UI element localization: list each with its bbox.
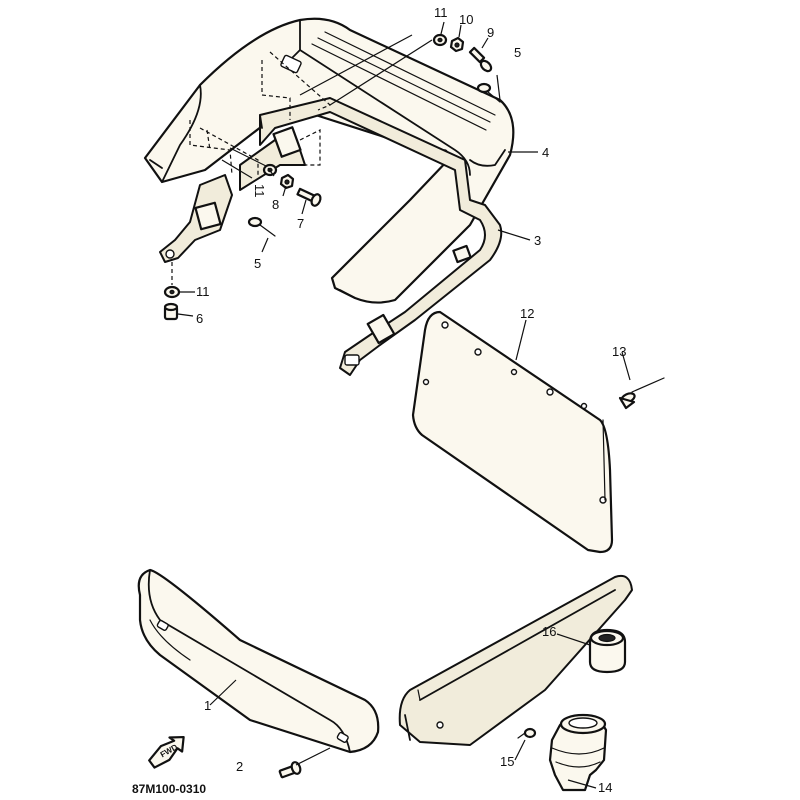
- callout-labels: 1 2 3 4 5 5 6 7 8 9 10 11 11 11 12 13 14…: [196, 5, 626, 795]
- callout-14: 14: [598, 780, 612, 795]
- drawing-code: 87M100-0310: [132, 782, 206, 796]
- callout-leaders: [177, 21, 631, 789]
- part-14-tube: [548, 713, 608, 792]
- callout-4: 4: [542, 145, 549, 160]
- callout-3: 3: [534, 233, 541, 248]
- callout-1: 1: [204, 698, 211, 713]
- part-16-grommet: [588, 628, 627, 674]
- callout-7: 7: [297, 216, 304, 231]
- callout-12: 12: [520, 306, 534, 321]
- fwd-arrow-icon: FWD: [148, 735, 185, 769]
- callout-10: 10: [459, 12, 473, 27]
- callout-13: 13: [612, 344, 626, 359]
- callout-15: 15: [500, 754, 514, 769]
- callout-2: 2: [236, 759, 243, 774]
- part-3-stay: [239, 97, 503, 376]
- part-2-bolt: [278, 747, 331, 779]
- callout-6: 6: [196, 311, 203, 326]
- callout-5-upper: 5: [514, 45, 521, 60]
- callout-11-left: 11: [196, 284, 210, 299]
- callout-11-mid: 11: [252, 184, 267, 198]
- part-13-rivet: [618, 377, 665, 410]
- hardware-left: [163, 285, 181, 321]
- callout-11-top: 11: [434, 5, 448, 20]
- part-1-bumper: [137, 568, 380, 754]
- callout-5-lower: 5: [254, 256, 261, 271]
- frame-section: [398, 574, 633, 746]
- hardware-upper: [432, 33, 501, 103]
- left-bracket: [159, 174, 233, 263]
- callout-16: 16: [542, 624, 556, 639]
- part-12-plate: [411, 310, 614, 554]
- callout-8: 8: [272, 197, 279, 212]
- assembly-guides-upper: [171, 34, 433, 285]
- part-15-fastener: [517, 727, 537, 739]
- callout-9: 9: [487, 25, 494, 40]
